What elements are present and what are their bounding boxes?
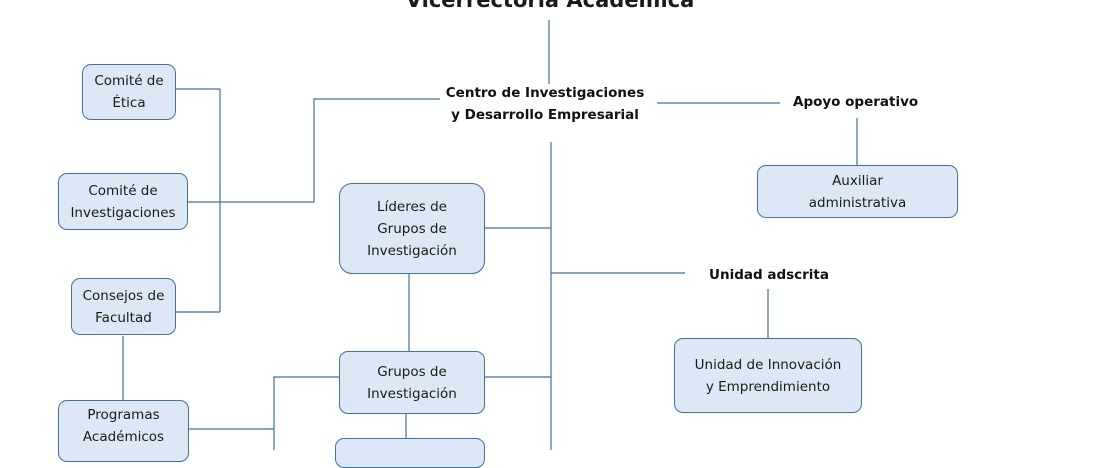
box-comite-etica[interactable]: Comité de Ética bbox=[82, 64, 176, 120]
box-auxiliar-administrativa-line-2: administrativa bbox=[808, 194, 907, 211]
box-programas-academicos[interactable]: Programas Académicos bbox=[58, 400, 189, 462]
title-vicerrectoria: Vicerrectoría Académica bbox=[405, 0, 695, 12]
box-comite-etica-line-2: Ética bbox=[112, 95, 146, 111]
box-consejos-facultad[interactable]: Consejos de Facultad bbox=[71, 278, 176, 335]
box-lideres-grupos[interactable]: Líderes de Grupos de Investigación bbox=[339, 183, 485, 274]
box-grupos-investigacion-line-2: Investigación bbox=[367, 385, 457, 402]
label-centro-investigaciones: Centro de Investigaciones y Desarrollo E… bbox=[440, 82, 650, 126]
box-auxiliar-administrativa[interactable]: Auxiliar administrativa bbox=[757, 165, 958, 218]
box-comite-etica-line-1: Comité de bbox=[94, 73, 164, 89]
box-comite-investigaciones-line-1: Comité de bbox=[88, 182, 158, 199]
box-unidad-innovacion[interactable]: Unidad de Innovación y Emprendimiento bbox=[674, 338, 862, 413]
connector-grupos-programas bbox=[273, 376, 339, 450]
box-auxiliar-administrativa-line-1: Auxiliar bbox=[832, 172, 883, 189]
box-grupos-investigacion-line-1: Grupos de bbox=[377, 363, 447, 380]
box-unidad-innovacion-line-2: y Emprendimiento bbox=[705, 378, 831, 395]
box-consejos-facultad-line-1: Consejos de bbox=[82, 287, 165, 304]
connector-centro-comites bbox=[188, 98, 440, 203]
box-lideres-grupos-line-2: Grupos de bbox=[377, 220, 447, 237]
box-partial-bottom[interactable] bbox=[335, 438, 485, 468]
box-comite-investigaciones[interactable]: Comité de Investigaciones bbox=[58, 173, 188, 230]
box-comite-investigaciones-line-2: Investigaciones bbox=[70, 204, 176, 221]
connector-lines bbox=[122, 20, 858, 450]
box-programas-academicos-line-1: Programas bbox=[87, 407, 160, 423]
box-lideres-grupos-line-1: Líderes de bbox=[377, 198, 447, 215]
label-centro-line-2: y Desarrollo Empresarial bbox=[451, 107, 639, 123]
box-consejos-facultad-line-2: Facultad bbox=[95, 309, 152, 326]
box-programas-academicos-line-2: Académicos bbox=[82, 429, 165, 445]
label-apoyo-operativo: Apoyo operativo bbox=[793, 94, 919, 110]
box-lideres-grupos-line-3: Investigación bbox=[367, 242, 457, 259]
box-unidad-innovacion-line-1: Unidad de Innovación bbox=[694, 356, 842, 373]
box-grupos-investigacion[interactable]: Grupos de Investigación bbox=[339, 351, 485, 414]
label-centro-line-1: Centro de Investigaciones bbox=[445, 85, 645, 101]
label-unidad-adscrita: Unidad adscrita bbox=[709, 267, 829, 283]
